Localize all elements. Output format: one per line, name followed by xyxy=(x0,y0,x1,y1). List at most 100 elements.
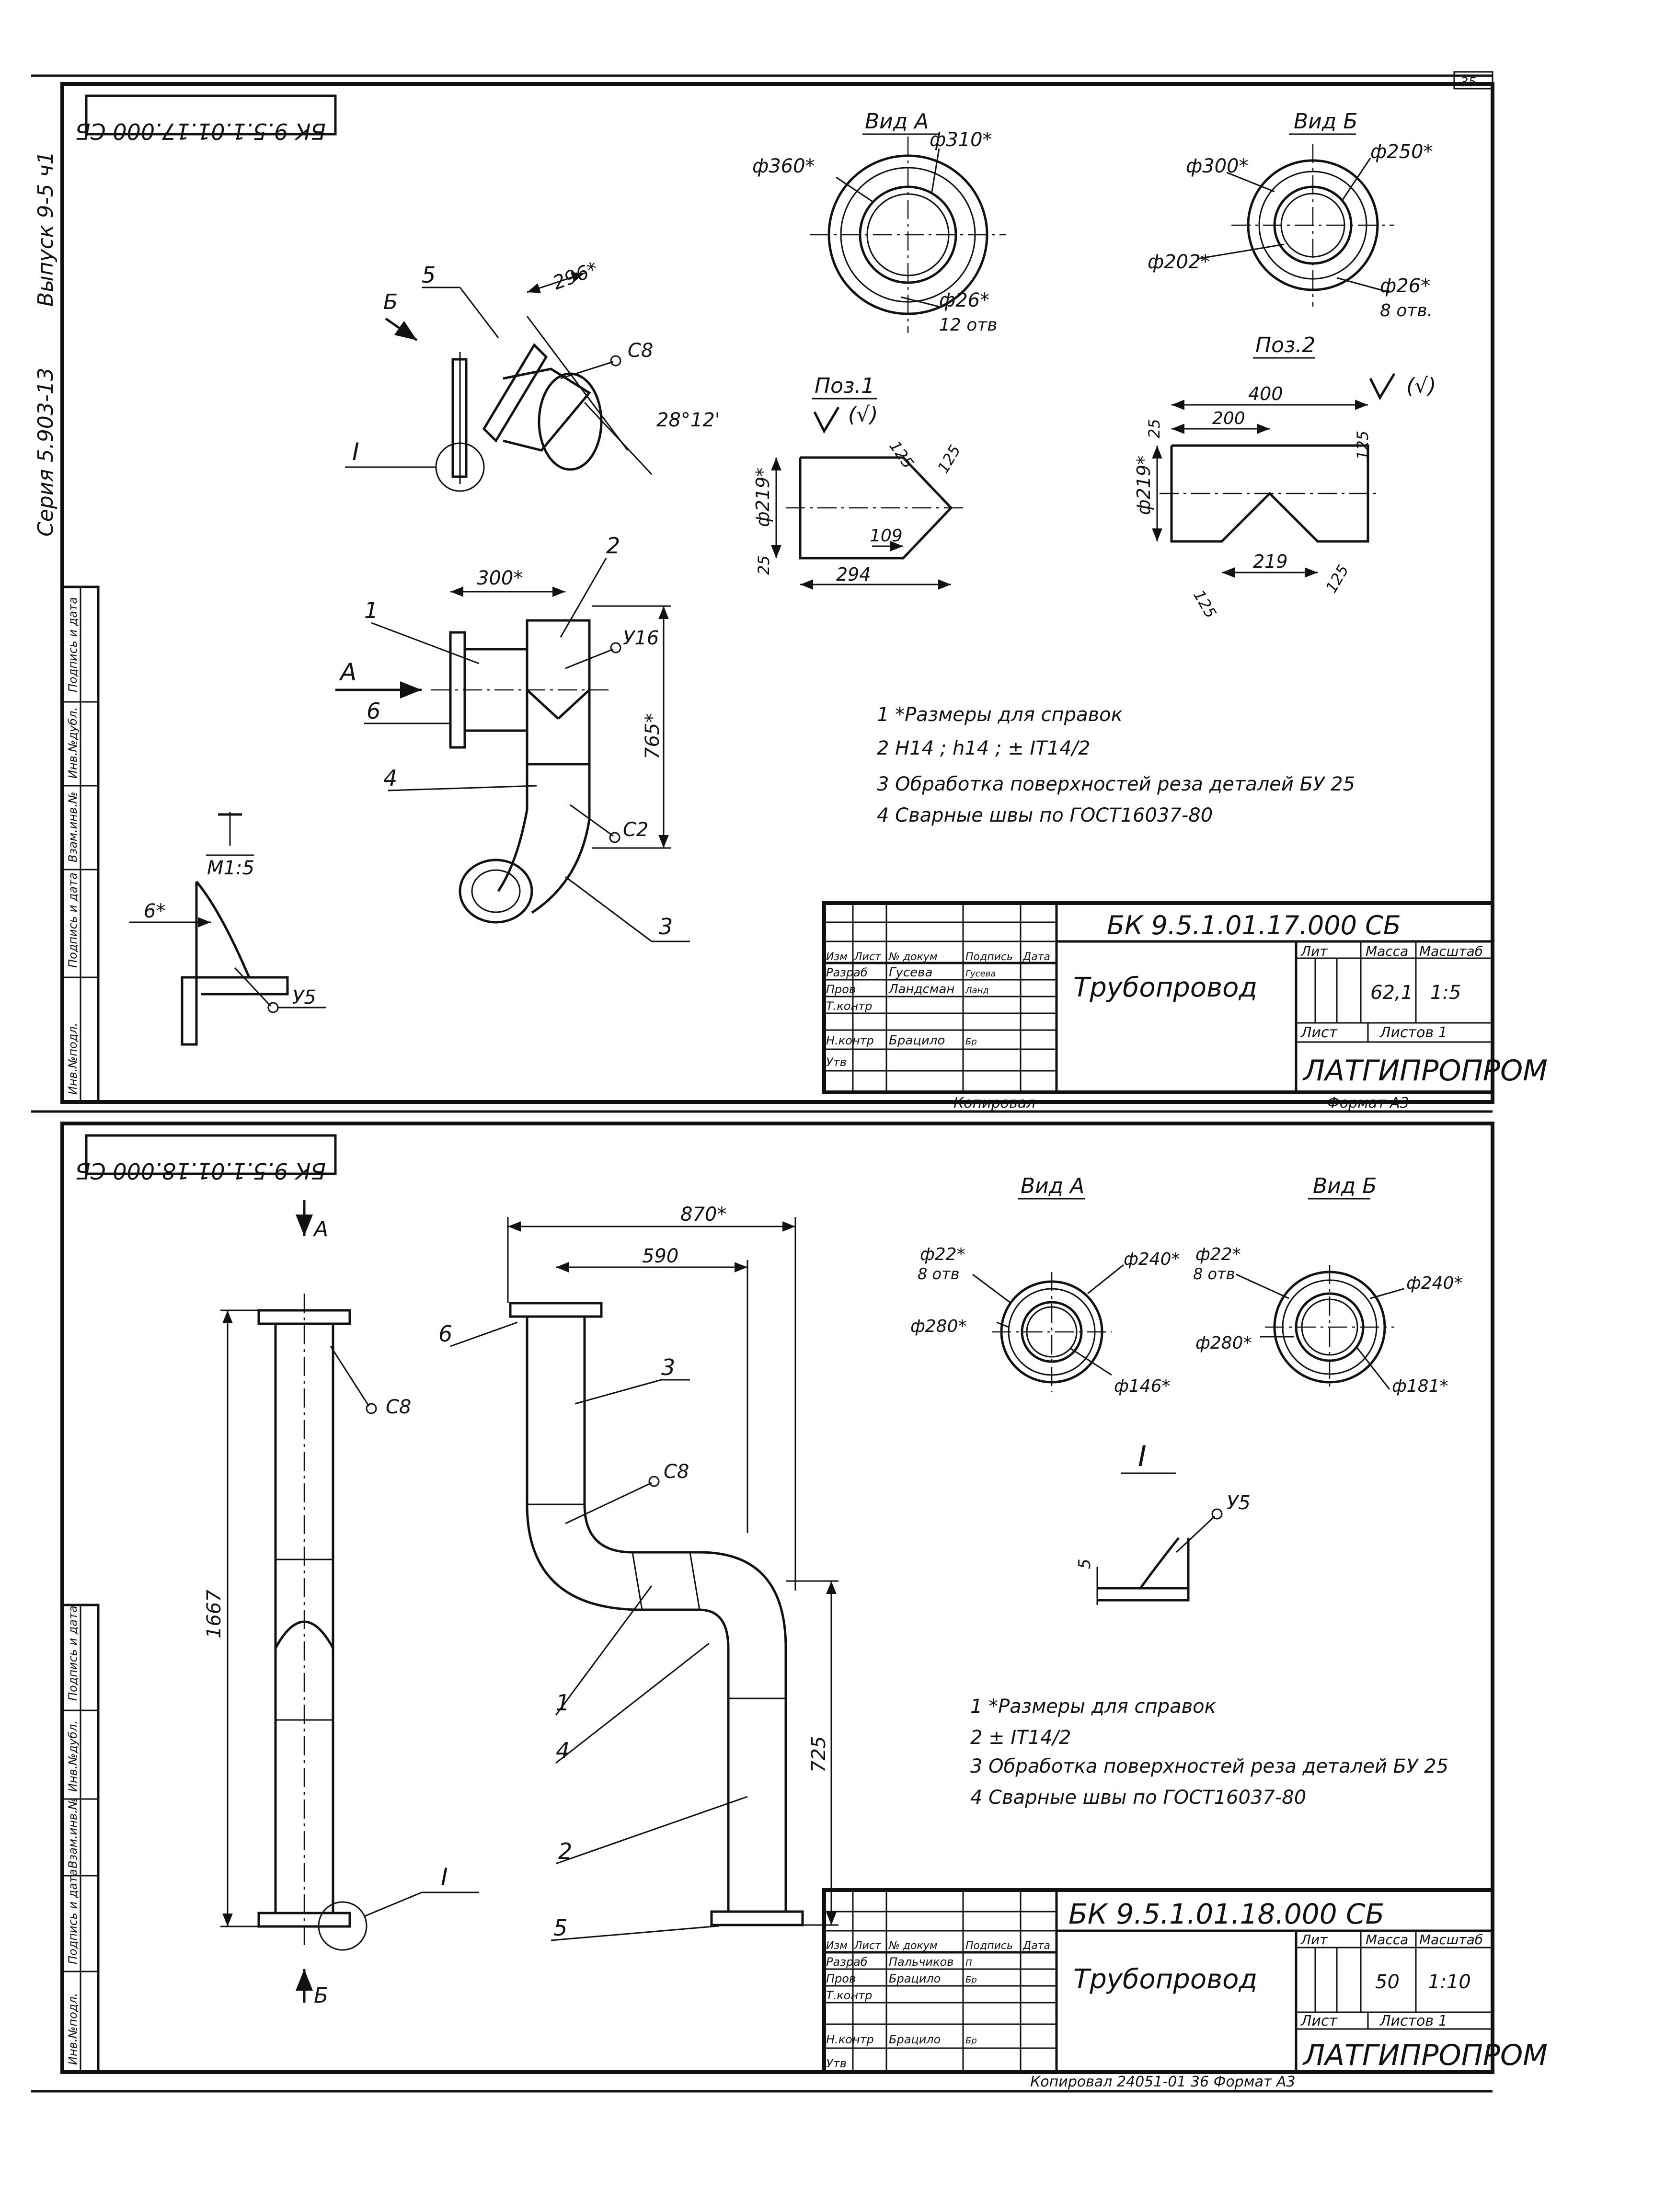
svg-text:I: I xyxy=(1138,1440,1147,1473)
svg-text:1: 1 xyxy=(364,597,378,623)
sheet-1-title-block: БК 9.5.1.01.17.000 СБ Трубопровод Лит Ма… xyxy=(822,901,1548,1094)
svg-text:Т.контр: Т.контр xyxy=(826,1989,872,2002)
svg-text:Б: Б xyxy=(383,290,398,314)
svg-text:8 отв.: 8 отв. xyxy=(1380,301,1433,321)
svg-text:125: 125 xyxy=(934,442,964,476)
svg-text:Пров: Пров xyxy=(826,983,856,996)
svg-text:765*: 765* xyxy=(642,713,664,759)
svg-text:У5: У5 xyxy=(292,986,316,1009)
svg-text:Брацило: Брацило xyxy=(889,1972,941,1985)
sheet-1-frame xyxy=(60,82,1494,1104)
svg-text:ф280*: ф280* xyxy=(1195,1333,1252,1353)
svg-text:6: 6 xyxy=(367,698,380,724)
svg-text:Лист: Лист xyxy=(854,1940,882,1952)
svg-text:125: 125 xyxy=(1190,587,1220,621)
svg-text:725: 725 xyxy=(808,1736,830,1773)
svg-text:А: А xyxy=(312,1217,328,1241)
svg-text:Масса: Масса xyxy=(1366,943,1408,959)
page-number: 35 xyxy=(1460,75,1476,90)
svg-text:Разраб: Разраб xyxy=(826,966,868,979)
svg-text:БК 9.5.1.01.17.000 СБ: БК 9.5.1.01.17.000 СБ xyxy=(1107,910,1401,940)
svg-text:6: 6 xyxy=(438,1321,452,1347)
svg-text:ф22*: ф22* xyxy=(920,1245,965,1264)
svg-text:3: 3 xyxy=(659,914,673,940)
sheet-1-pos-1: Поз.1 (√) ф219* 294 109 125 125 25 xyxy=(752,374,964,590)
sheet-1-footer-copied: Копировал xyxy=(953,1095,1035,1112)
sheet-1-side-strip: Подпись и дата Инв.№дубл. Взам.инв.№ Под… xyxy=(61,585,100,1103)
svg-text:Утв: Утв xyxy=(826,1055,847,1069)
sheet-1-stamp-box xyxy=(85,94,337,136)
svg-text:Лит: Лит xyxy=(1300,1932,1328,1948)
sheet-1-notes: 1 *Размеры для справок 2 Н14 ; h14 ; ± I… xyxy=(877,704,1355,826)
svg-text:300*: 300* xyxy=(477,567,523,589)
svg-text:Инв.№дубл.: Инв.№дубл. xyxy=(66,1720,80,1792)
svg-text:ЛАТГИПРОПРОМ: ЛАТГИПРОПРОМ xyxy=(1302,1054,1548,1088)
svg-text:4 Сварные швы по ГОСТ16037-80: 4 Сварные швы по ГОСТ16037-80 xyxy=(970,1787,1306,1809)
sheet-2-view-a: Вид А ф22* 8 отв ф280* ф240* ф146* xyxy=(910,1174,1180,1396)
sheet-2-title-block: БК 9.5.1.01.18.000 СБ Трубопровод Лит Ма… xyxy=(822,1888,1548,2074)
svg-text:Разраб: Разраб xyxy=(826,1955,868,1969)
svg-text:ф26*: ф26* xyxy=(939,289,989,311)
svg-text:25: 25 xyxy=(1145,419,1163,438)
svg-text:Листов 1: Листов 1 xyxy=(1379,2013,1447,2029)
svg-text:Подпись и дата: Подпись и дата xyxy=(66,597,80,692)
svg-text:109: 109 xyxy=(870,526,903,546)
svg-text:Изм: Изм xyxy=(826,1940,848,1952)
svg-text:ф26*: ф26* xyxy=(1380,275,1430,297)
svg-text:8 отв: 8 отв xyxy=(1193,1265,1235,1283)
svg-text:6*: 6* xyxy=(144,900,165,922)
svg-text:Подпись: Подпись xyxy=(965,1940,1013,1952)
svg-text:590: 590 xyxy=(642,1245,678,1267)
svg-text:Гусева: Гусева xyxy=(965,969,996,979)
svg-text:Утв: Утв xyxy=(826,2057,847,2070)
sheet-2-notes: 1 *Размеры для справок 2 ± IT14/2 3 Обра… xyxy=(970,1696,1448,1809)
svg-text:(√): (√) xyxy=(1406,374,1436,398)
svg-text:С8: С8 xyxy=(664,1461,689,1483)
svg-text:Взам.инв.№: Взам.инв.№ xyxy=(66,791,80,862)
svg-text:3 Обработка поверхностей реза: 3 Обработка поверхностей реза деталей БУ… xyxy=(970,1755,1448,1777)
svg-text:870*: 870* xyxy=(680,1203,726,1226)
svg-text:ф22*: ф22* xyxy=(1195,1245,1241,1264)
svg-text:Подпись и дата: Подпись и дата xyxy=(66,1869,80,1964)
svg-text:А: А xyxy=(339,658,356,686)
sheet-1-side-series: Серия 5.903-13 xyxy=(34,367,58,537)
svg-text:Н.контр: Н.контр xyxy=(826,2033,874,2046)
svg-text:4 Сварные швы по ГОСТ16037-80: 4 Сварные швы по ГОСТ16037-80 xyxy=(877,804,1213,826)
sheet-2-detail-i: I 5 У5 xyxy=(1075,1440,1251,1605)
svg-text:125: 125 xyxy=(1322,562,1352,596)
svg-text:400: 400 xyxy=(1248,383,1283,404)
svg-text:5: 5 xyxy=(422,262,436,288)
svg-text:Т.контр: Т.контр xyxy=(826,999,872,1013)
svg-text:125: 125 xyxy=(1354,431,1372,460)
sheet-1-view-b: Вид Б ф300* ф250* ф202* ф26* 8 отв. xyxy=(1148,109,1433,321)
svg-text:Брацило: Брацило xyxy=(889,2033,941,2046)
sheet-2-side-strip: Подпись и дата Инв.№дубл. Взам.инв.№ Под… xyxy=(61,1604,100,2074)
svg-text:Инв.№подл.: Инв.№подл. xyxy=(66,1023,80,1095)
sheet-2-left-view: А 1667 С8 I Б xyxy=(203,1200,479,2008)
sheet-1-stamp: БК 9.5.1.01.17.000 СБ xyxy=(75,118,326,144)
svg-text:Брацило: Брацило xyxy=(889,1033,945,1048)
svg-text:С8: С8 xyxy=(386,1396,411,1418)
svg-text:БК 9.5.1.01.18.000 СБ: БК 9.5.1.01.18.000 СБ xyxy=(1068,1898,1384,1930)
sheet-1-footer-format: Формат А3 xyxy=(1327,1095,1409,1112)
svg-text:Инв.№подл.: Инв.№подл. xyxy=(66,1993,80,2065)
svg-text:1:5: 1:5 xyxy=(1430,982,1461,1004)
svg-text:Масштаб: Масштаб xyxy=(1419,943,1483,959)
svg-text:Лит: Лит xyxy=(1300,943,1328,959)
svg-text:62,1: 62,1 xyxy=(1370,982,1413,1004)
svg-text:Листов 1: Листов 1 xyxy=(1379,1024,1447,1041)
svg-text:(√): (√) xyxy=(848,402,878,427)
svg-text:Взам.инв.№: Взам.инв.№ xyxy=(66,1798,80,1868)
svg-text:Масса: Масса xyxy=(1366,1932,1408,1948)
svg-text:2: 2 xyxy=(606,533,620,559)
svg-text:Бр: Бр xyxy=(965,2036,977,2046)
svg-text:Подпись и дата: Подпись и дата xyxy=(66,1605,80,1701)
svg-text:200: 200 xyxy=(1212,409,1245,428)
sheet-2-frame xyxy=(60,1122,1494,2074)
sheet-2-footer: Копировал 24051-01 36 Формат А3 xyxy=(1030,2074,1295,2090)
svg-text:ф240*: ф240* xyxy=(1406,1273,1463,1293)
svg-text:3 Обработка поверхностей реза: 3 Обработка поверхностей реза деталей БУ… xyxy=(877,773,1355,795)
svg-text:1 *Размеры для справок: 1 *Размеры для справок xyxy=(970,1696,1216,1718)
svg-text:Вид А: Вид А xyxy=(1021,1174,1084,1198)
svg-text:ф219*: ф219* xyxy=(1133,456,1154,515)
